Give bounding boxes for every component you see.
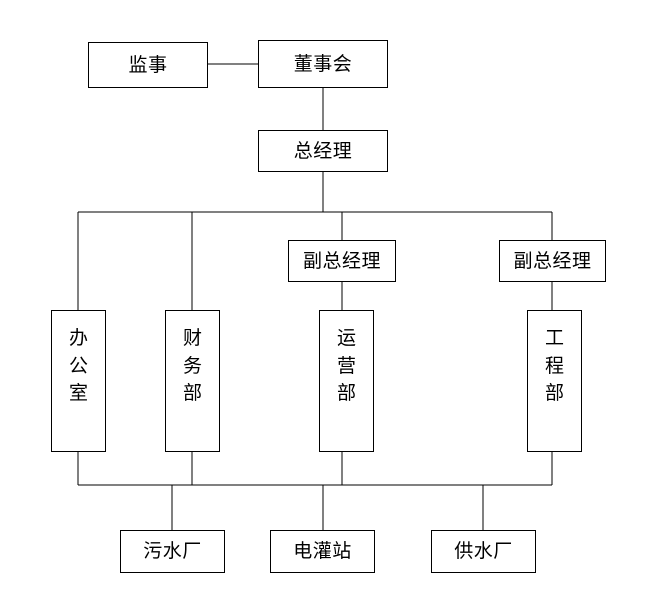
node-board-of-directors-label: 董事会 [293,52,353,75]
node-board-of-directors[interactable]: 董事会 [258,40,388,88]
node-operations-department-label: 运 营 部 [336,327,356,405]
node-finance-department-label: 财 务 部 [182,327,202,405]
node-supervisor[interactable]: 监事 [88,42,208,88]
node-deputy-general-manager-2-label: 副总经理 [513,249,592,272]
node-deputy-general-manager-1-label: 副总经理 [302,249,381,272]
node-sewage-plant-label: 污水厂 [143,540,202,563]
node-deputy-general-manager-1[interactable]: 副总经理 [288,240,396,282]
node-engineering-department[interactable]: 工 程 部 [527,310,582,452]
node-water-supply-plant-label: 供水厂 [454,540,513,563]
node-office[interactable]: 办 公 室 [51,310,106,452]
node-operations-department[interactable]: 运 营 部 [319,310,374,452]
node-general-manager-label: 总经理 [293,139,353,162]
node-sewage-plant[interactable]: 污水厂 [120,530,225,573]
node-deputy-general-manager-2[interactable]: 副总经理 [499,240,606,282]
node-irrigation-station-label: 电灌站 [293,540,352,563]
node-engineering-department-label: 工 程 部 [544,327,564,405]
node-irrigation-station[interactable]: 电灌站 [270,530,375,573]
node-water-supply-plant[interactable]: 供水厂 [431,530,536,573]
node-finance-department[interactable]: 财 务 部 [165,310,220,452]
node-office-label: 办 公 室 [68,327,88,405]
node-general-manager[interactable]: 总经理 [258,130,388,172]
node-supervisor-label: 监事 [128,53,168,76]
